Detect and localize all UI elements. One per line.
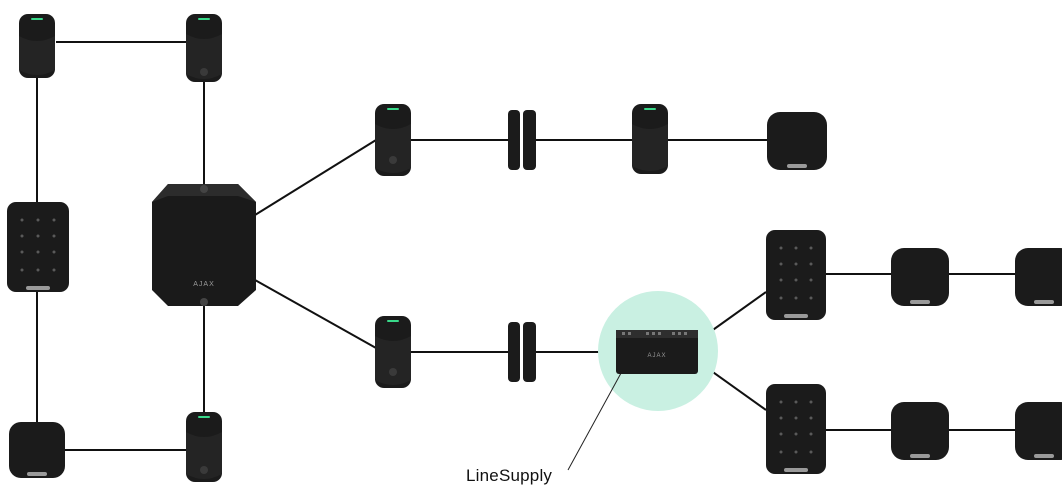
motion-camera-icon (375, 316, 411, 388)
motion-camera-icon (186, 412, 222, 482)
siren-icon (1015, 248, 1062, 306)
keypad-icon (7, 202, 69, 292)
motion-camera-icon (375, 104, 411, 176)
motion-detector-icon (632, 104, 668, 174)
hub-brand: AJAX (193, 281, 215, 288)
keypad-icon (766, 230, 826, 320)
keypad-icon (766, 384, 826, 474)
door-contact-icon (508, 110, 536, 170)
linesupply-label: LineSupply (466, 466, 553, 485)
wire (254, 139, 377, 216)
hub-icon: AJAX (152, 184, 256, 306)
motion-detector-icon (19, 14, 55, 78)
siren-icon (891, 402, 949, 460)
linesupply-module-icon: AJAX (616, 330, 698, 374)
siren-icon (9, 422, 65, 478)
siren-icon (1015, 402, 1062, 460)
motion-camera-icon (186, 14, 222, 82)
siren-icon (767, 112, 827, 170)
linesupply-brand: AJAX (647, 353, 666, 359)
callout-leader (567, 363, 627, 471)
door-contact-icon (508, 322, 536, 382)
siren-icon (891, 248, 949, 306)
wire (254, 279, 377, 349)
